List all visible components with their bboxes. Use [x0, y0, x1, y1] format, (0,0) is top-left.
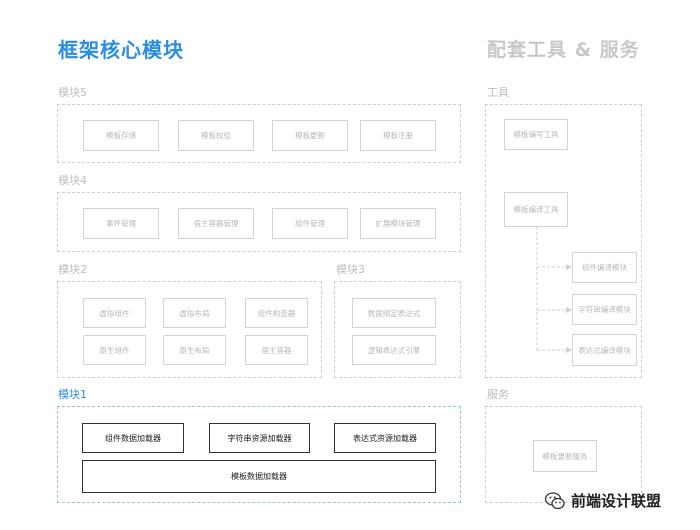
- module3-box: 数据绑定表达式 逻辑表达式引擎: [334, 281, 461, 378]
- module3-item: 逻辑表达式引擎: [352, 335, 436, 365]
- module2-item: 组件构造器: [245, 298, 308, 328]
- tool-sub-module: 字符串编译模块: [572, 294, 637, 325]
- module5-item: 模板存储: [83, 120, 159, 151]
- module2-label: 模块2: [58, 263, 87, 276]
- module2-box: 虚拟组件 虚拟布局 组件构造器 原生组件 原生布局 宿主容器: [57, 281, 322, 378]
- side-title: 配套工具 & 服务: [487, 39, 640, 61]
- module3-label: 模块3: [336, 263, 365, 276]
- module1-item: 模板数据加载器: [82, 460, 436, 493]
- tools-label: 工具: [487, 86, 509, 99]
- module2-item: 虚拟组件: [83, 298, 146, 328]
- brand-name: 前端设计联盟: [571, 492, 662, 510]
- brand: 前端设计联盟: [544, 490, 662, 511]
- module2-item: 虚拟布局: [163, 298, 226, 328]
- arrow-head: [566, 307, 572, 313]
- module5-box: 模板存储 模板校验 模板更新 模板注册: [57, 104, 461, 163]
- module4-item: 宿主容器管理: [178, 208, 254, 239]
- module5-item: 模板校验: [178, 120, 254, 151]
- module4-item: 扩展模块管理: [360, 208, 436, 239]
- module1-box: 组件数据加载器 字符串资源加载器 表达式资源加载器 模板数据加载器: [57, 406, 461, 503]
- tool-compiler: 模板编译工具: [504, 192, 568, 227]
- module1-item: 表达式资源加载器: [334, 423, 436, 453]
- module1-label: 模块1: [58, 388, 87, 401]
- service-item: 模板更新服务: [533, 440, 597, 472]
- module1-item: 组件数据加载器: [82, 423, 184, 453]
- module2-item: 原生布局: [163, 335, 226, 365]
- tool-editor: 模板编写工具: [504, 119, 568, 150]
- module5-item: 模板注册: [360, 120, 436, 151]
- module4-box: 事件管理 宿主容器管理 组件管理 扩展模块管理: [57, 192, 461, 252]
- arrow-head: [566, 347, 572, 353]
- module4-item: 事件管理: [83, 208, 159, 239]
- module3-item: 数据绑定表达式: [352, 298, 436, 328]
- arrow-head: [566, 264, 572, 270]
- module2-item: 原生组件: [83, 335, 146, 365]
- module5-label: 模块5: [58, 86, 87, 99]
- tools-box: [485, 104, 642, 378]
- tool-sub-module: 表达式编译模块: [572, 334, 637, 366]
- module5-item: 模板更新: [272, 120, 348, 151]
- module4-item: 组件管理: [272, 208, 348, 239]
- tool-sub-module: 组件编译模块: [572, 252, 637, 283]
- module2-item: 宿主容器: [245, 335, 308, 365]
- module1-item: 字符串资源加载器: [209, 423, 310, 453]
- services-label: 服务: [487, 388, 509, 401]
- module4-label: 模块4: [58, 174, 87, 187]
- services-box: 模板更新服务: [485, 406, 642, 503]
- main-title: 框架核心模块: [58, 38, 184, 62]
- wechat-icon: [544, 491, 565, 510]
